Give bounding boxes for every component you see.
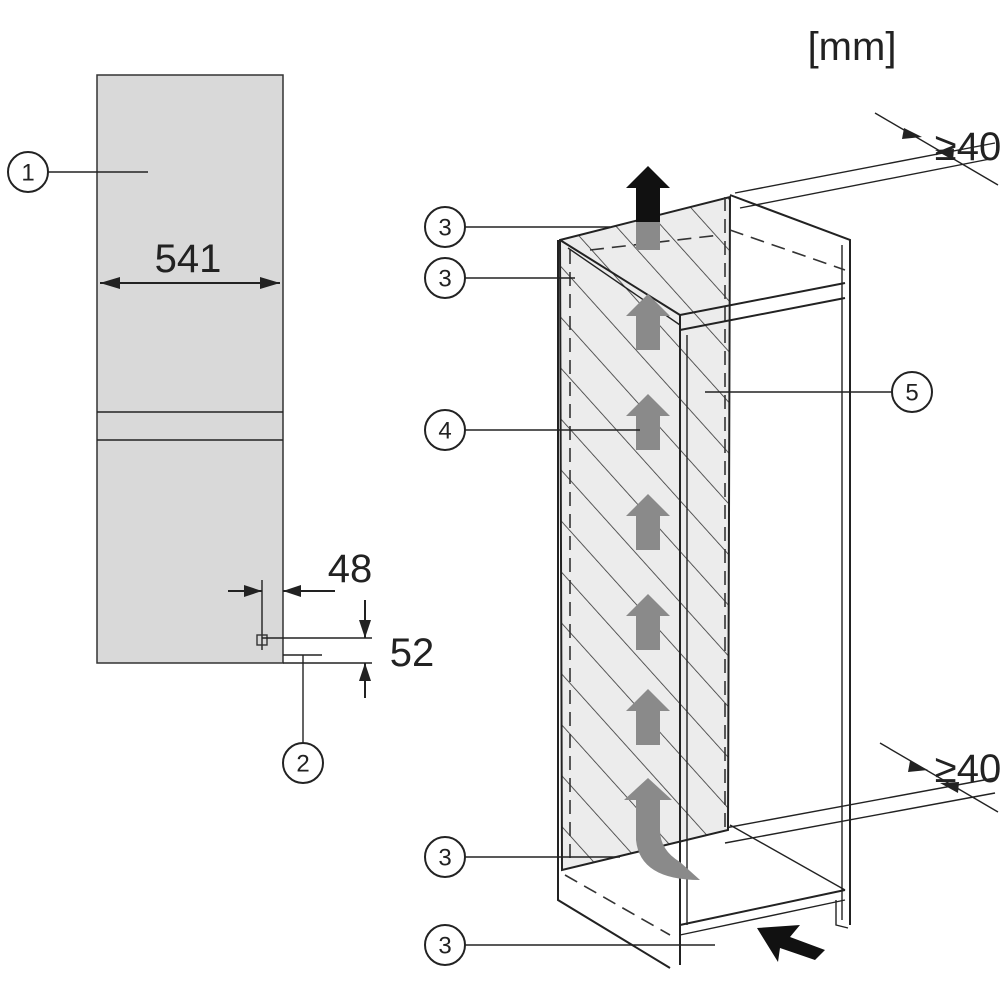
callout-5: 5 — [705, 371, 933, 413]
appliance-body — [96, 74, 284, 664]
callout-1: 1 — [7, 151, 148, 193]
width-value: 541 — [155, 237, 222, 281]
width-dimension: 541 — [100, 237, 280, 289]
vertical-offset-dimension: 52 — [262, 600, 434, 698]
appliance-front-view: 541 1 48 52 — [7, 74, 434, 784]
callout-label: 3 — [438, 933, 451, 960]
callout-1-label: 1 — [21, 160, 34, 187]
bottom-gap-value: ≥40 — [935, 747, 1000, 791]
callout-3-top-a: 3 — [424, 206, 610, 248]
airflow-arrows — [624, 222, 700, 880]
callout-3-bottom-a: 3 — [424, 836, 620, 878]
callout-label: 4 — [438, 418, 451, 445]
airflow-arrow-icon — [636, 222, 660, 250]
callout-4: 4 — [424, 409, 640, 451]
callout-3-bottom-b: 3 — [424, 924, 715, 966]
airflow-curved-arrow-icon — [624, 778, 700, 880]
top-gap-value: ≥40 — [935, 125, 1000, 169]
callout-2-label: 2 — [296, 751, 309, 778]
unit-label: [mm] — [808, 25, 897, 69]
horizontal-offset-value: 48 — [328, 547, 373, 591]
callout-label: 3 — [438, 845, 451, 872]
callout-label: 3 — [438, 215, 451, 242]
callout-label: 3 — [438, 266, 451, 293]
intake-arrow-icon — [757, 925, 825, 962]
callout-3-top-b: 3 — [424, 257, 575, 299]
vertical-offset-value: 52 — [390, 631, 435, 675]
callout-2: 2 — [282, 654, 324, 784]
callout-label: 5 — [905, 380, 918, 407]
cabinet-niche-view: ≥40 ≥40 — [424, 112, 1000, 969]
connection-point-icon — [256, 634, 268, 646]
